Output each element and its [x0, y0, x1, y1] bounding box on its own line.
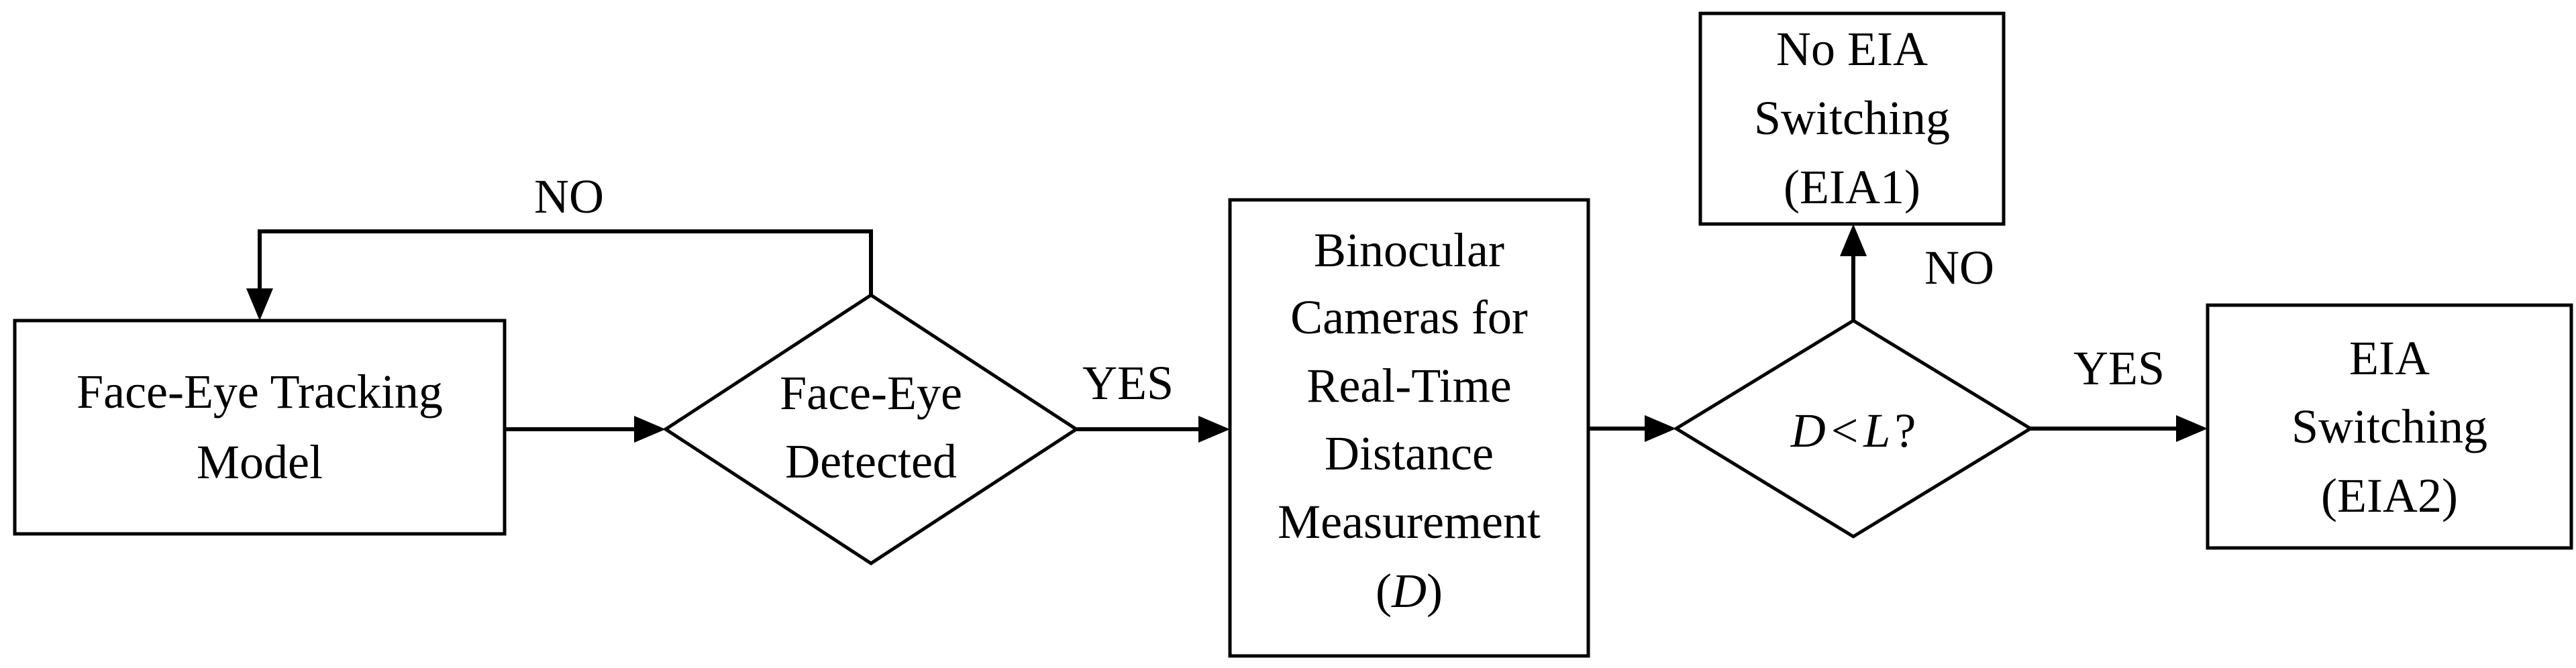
arrowhead-face-no-loop: [246, 288, 273, 321]
distance-decision-label: D<L?: [1790, 404, 1916, 457]
edge-face-no-loop: [258, 229, 873, 295]
no-switching-line3: (EIA1): [1784, 160, 1920, 214]
tracking-model-line2: Model: [197, 435, 323, 489]
face-eye-decision-diamond: [662, 293, 1080, 565]
dist-yes-label: YES: [2073, 341, 2165, 395]
distance-measurement-line2: Cameras for: [1290, 290, 1528, 344]
dist-no-label: NO: [1924, 241, 1994, 294]
distance-measurement-box: [1228, 198, 1590, 658]
switching-line2: Switching: [2291, 400, 2487, 453]
distance-decision-diamond: [1673, 319, 2034, 539]
no-switching-box: [1698, 11, 2006, 226]
distance-measurement-line3: Real-Time: [1306, 359, 1511, 412]
face-eye-decision-line2: Detected: [785, 435, 957, 488]
distance-measurement-variable: (D): [1376, 564, 1443, 618]
arrowhead-model-to-decision: [634, 416, 666, 443]
no-switching-line2: Switching: [1754, 91, 1950, 145]
no-switching-line1: No EIA: [1776, 22, 1928, 76]
face-yes-label: YES: [1082, 356, 1174, 410]
switching-line3: (EIA2): [2321, 469, 2458, 522]
tracking-model-box: [13, 319, 507, 536]
arrowhead-face-yes: [1198, 416, 1230, 443]
distance-measurement-line5: Measurement: [1278, 495, 1541, 549]
arrowhead-dist-yes: [2176, 415, 2208, 442]
switching-line1: EIA: [2349, 331, 2430, 385]
tracking-model-line1: Face-Eye Tracking: [76, 365, 443, 419]
face-eye-decision-line1: Face-Eye: [780, 366, 962, 420]
arrowhead-measurement-to-decision: [1645, 415, 1676, 442]
switching-box: [2206, 303, 2573, 550]
face-no-label: NO: [534, 170, 604, 223]
distance-measurement-line4: Distance: [1325, 427, 1494, 480]
arrowhead-dist-no: [1840, 224, 1867, 256]
distance-measurement-line1: Binocular: [1314, 223, 1504, 277]
